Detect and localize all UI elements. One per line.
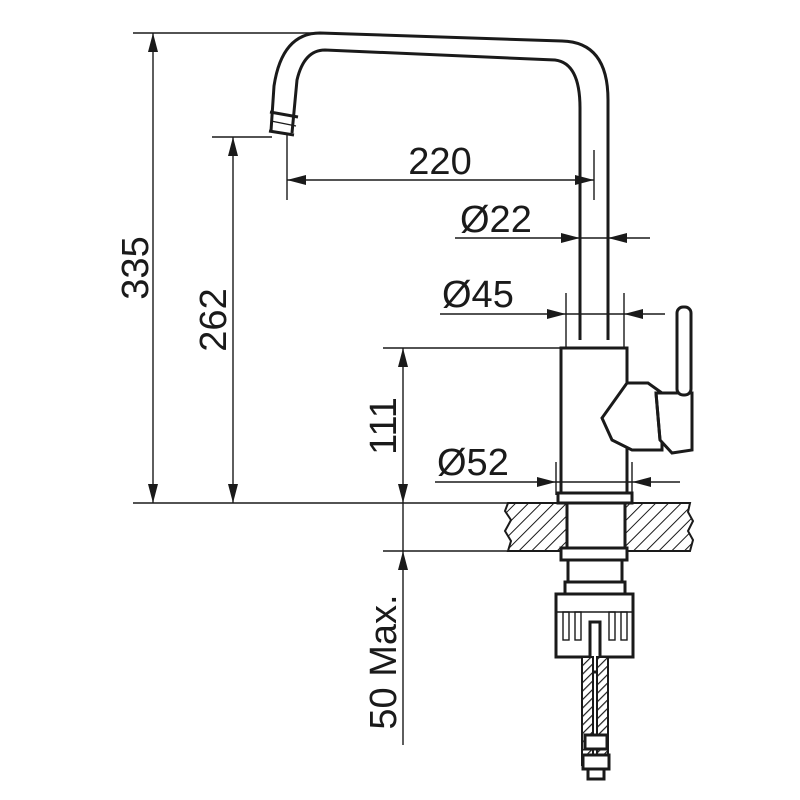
dimension-d45: [440, 309, 665, 319]
label-262: 262: [193, 288, 235, 351]
dimension-111: [398, 348, 408, 503]
dimension-50-max: [398, 503, 408, 745]
spout-outlet: [269, 110, 299, 119]
label-d22: Ø22: [460, 199, 532, 241]
lever-stick: [675, 305, 693, 397]
spout: [290, 48, 582, 340]
reference-lines: [133, 32, 633, 552]
dimension-d52: [435, 477, 680, 487]
label-220: 220: [408, 141, 471, 183]
dimension-335: [148, 33, 158, 503]
lever-handle: [600, 381, 664, 452]
dimension-262: [228, 137, 238, 503]
label-335: 335: [115, 236, 157, 299]
dimension-220: [287, 175, 594, 185]
label-d45: Ø45: [442, 274, 514, 316]
mounting-stem: [565, 501, 627, 553]
dimension-d22: [455, 233, 650, 243]
label-d52: Ø52: [437, 442, 509, 484]
faucet: [268, 31, 694, 781]
label-50-max: 50 Max.: [363, 594, 405, 729]
label-111: 111: [363, 397, 405, 455]
